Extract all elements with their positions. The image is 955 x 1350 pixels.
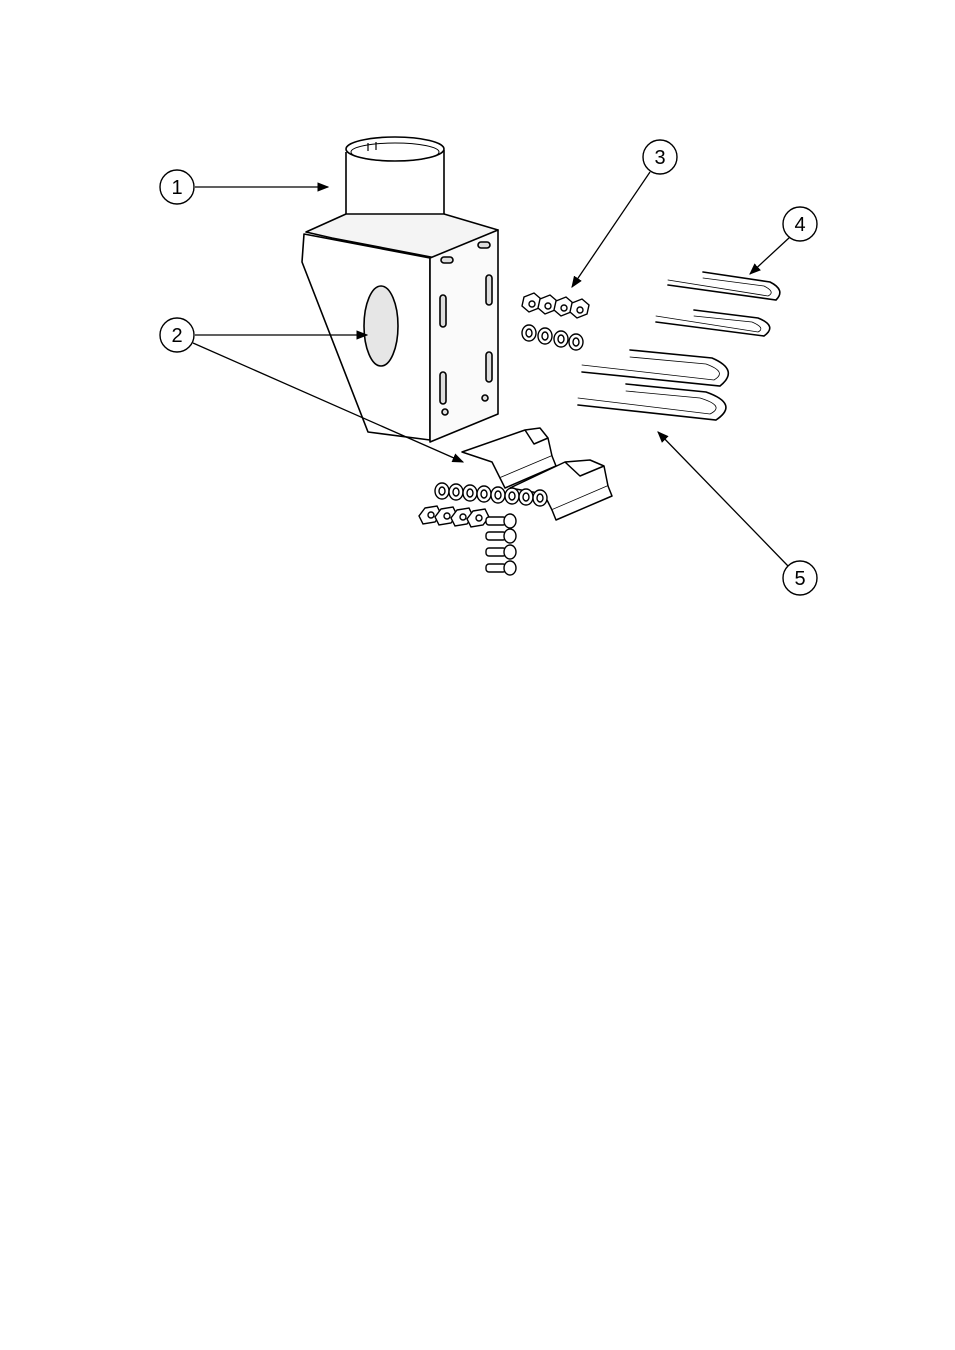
callout-5: 5 — [783, 561, 817, 595]
svg-text:2: 2 — [171, 325, 182, 347]
svg-text:3: 3 — [654, 147, 665, 169]
nuts-washers-part — [522, 293, 589, 350]
mounting-bracket-part — [302, 137, 498, 442]
callout-4: 4 — [783, 207, 817, 241]
bolts-part — [486, 514, 516, 575]
svg-text:1: 1 — [171, 177, 182, 199]
svg-text:4: 4 — [794, 214, 805, 236]
leader-5 — [658, 432, 788, 566]
callout-2: 2 — [160, 318, 194, 352]
svg-text:5: 5 — [794, 568, 805, 590]
callout-3: 3 — [643, 140, 677, 174]
washer-row-part — [419, 483, 547, 527]
leader-4 — [750, 237, 790, 274]
clamp-jaws-part — [462, 428, 612, 520]
callout-1: 1 — [160, 170, 194, 204]
large-u-bolts-part — [578, 350, 728, 420]
leader-3 — [572, 172, 650, 287]
small-u-bolts-part — [656, 272, 780, 336]
